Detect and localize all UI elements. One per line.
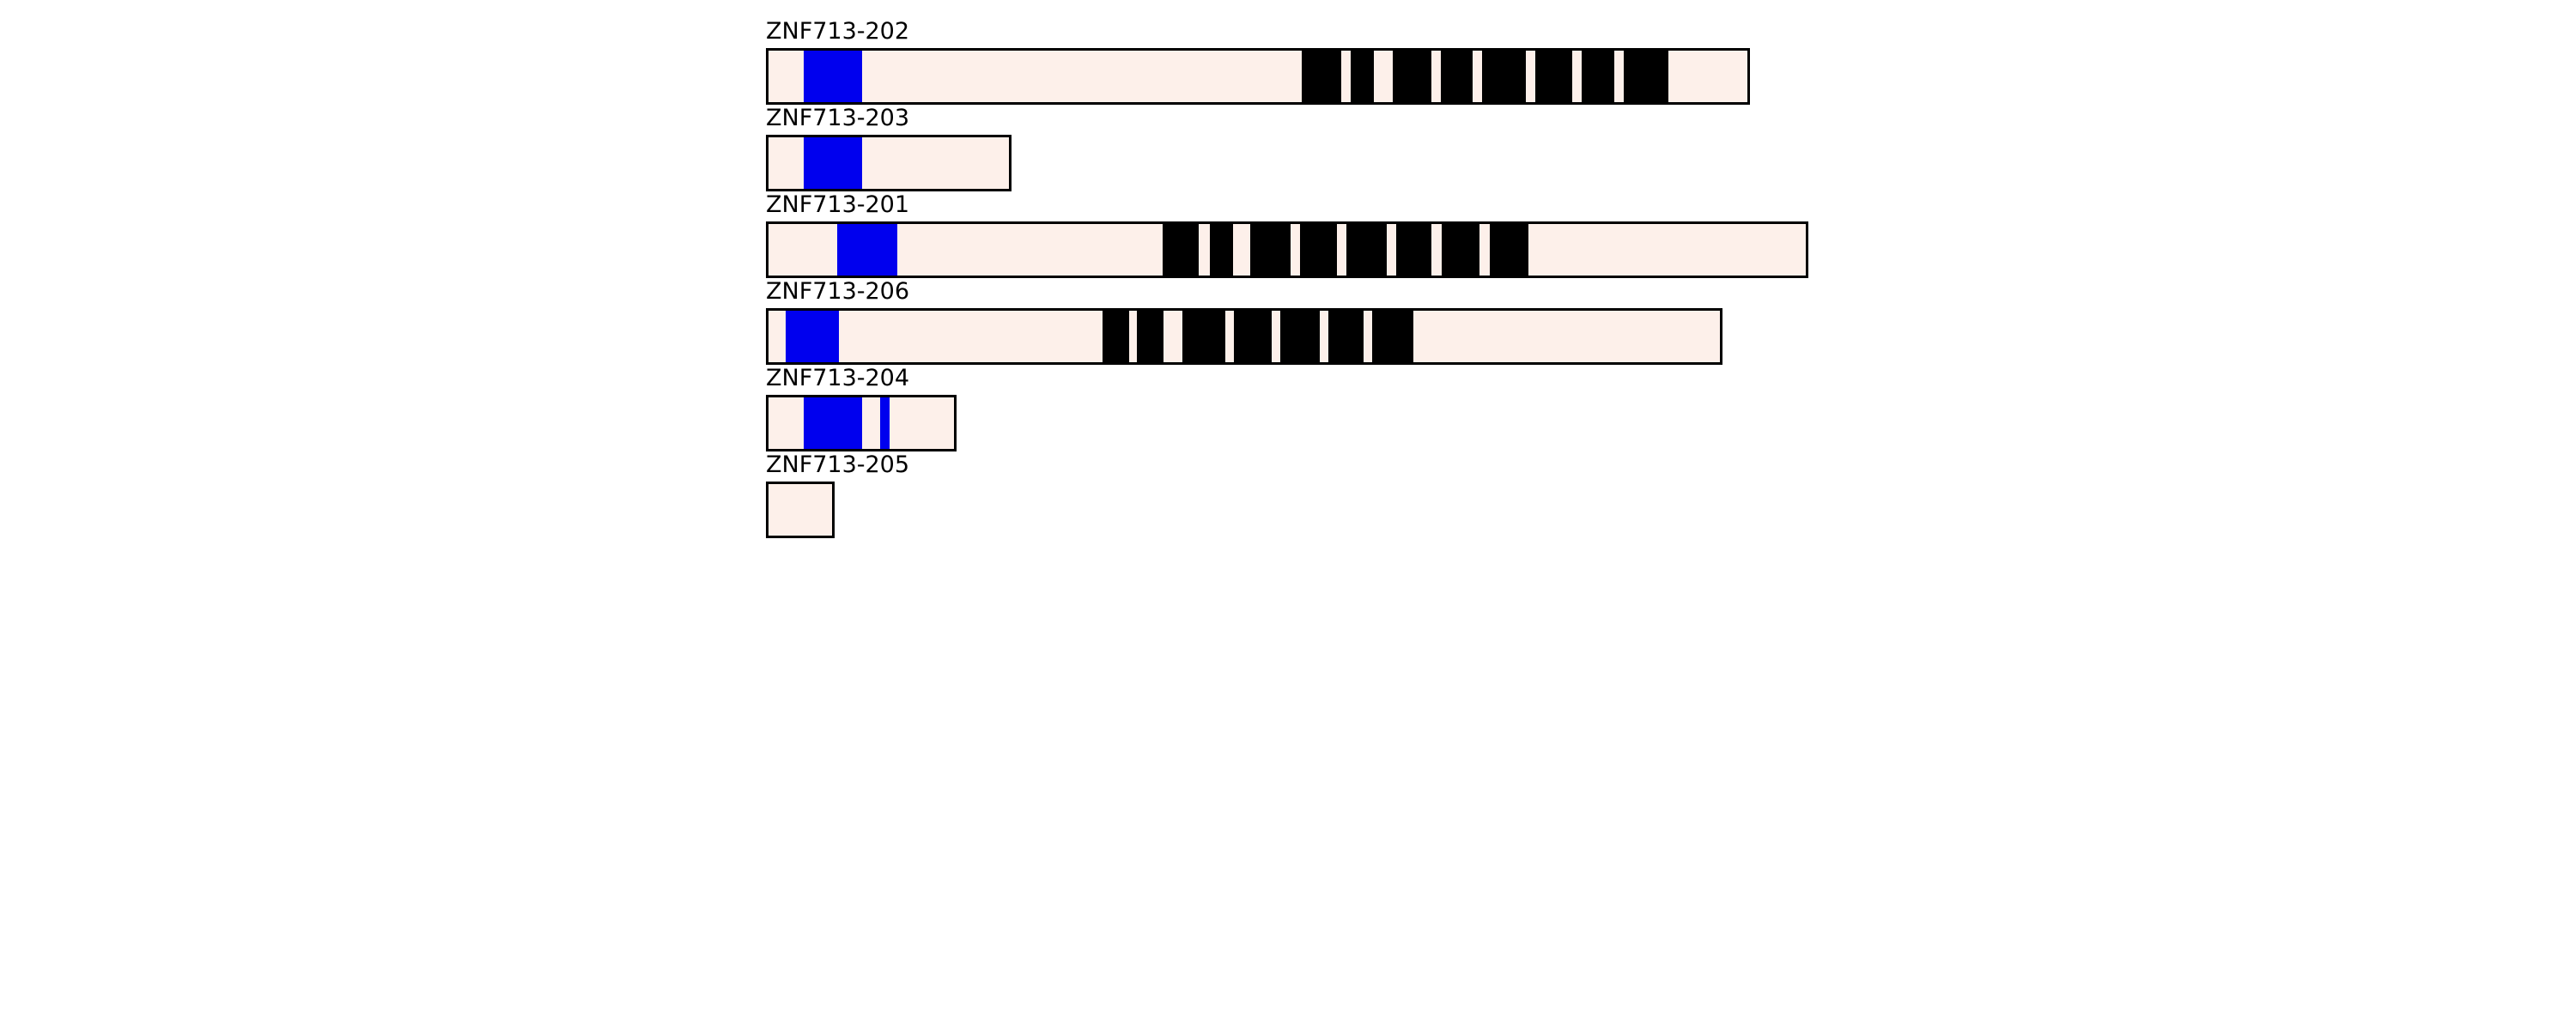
transcript-body[interactable] (766, 395, 957, 451)
exon-block[interactable] (1346, 224, 1387, 276)
exon-block[interactable] (1490, 224, 1528, 276)
exon-block[interactable] (1393, 51, 1431, 102)
transcript-label: ZNF713-206 (766, 278, 910, 305)
exon-block[interactable] (1396, 224, 1431, 276)
highlight-block[interactable] (786, 311, 839, 362)
exon-block[interactable] (1624, 51, 1668, 102)
transcript-label: ZNF713-204 (766, 365, 910, 391)
exon-block[interactable] (1250, 224, 1291, 276)
transcript-label: ZNF713-205 (766, 451, 910, 478)
exon-block[interactable] (1441, 51, 1473, 102)
transcript-label: ZNF713-203 (766, 105, 910, 131)
exon-block[interactable] (1535, 51, 1572, 102)
highlight-block[interactable] (804, 51, 862, 102)
exon-block[interactable] (1234, 311, 1272, 362)
transcript-track[interactable]: ZNF713-206 (766, 279, 1722, 365)
transcript-body[interactable] (766, 135, 1012, 191)
exon-block[interactable] (1163, 224, 1199, 276)
exon-block[interactable] (1210, 224, 1233, 276)
exon-block[interactable] (1300, 224, 1337, 276)
highlight-block[interactable] (880, 397, 890, 449)
transcript-track[interactable]: ZNF713-201 (766, 192, 1808, 278)
transcript-body[interactable] (766, 482, 835, 538)
exon-block[interactable] (1351, 51, 1374, 102)
exon-block[interactable] (1442, 224, 1479, 276)
transcript-label: ZNF713-201 (766, 191, 910, 218)
exon-block[interactable] (1372, 311, 1413, 362)
highlight-block[interactable] (837, 224, 897, 276)
transcript-body[interactable] (766, 308, 1722, 365)
exon-block[interactable] (1302, 51, 1341, 102)
transcript-track[interactable]: ZNF713-202 (766, 19, 1750, 105)
transcript-track[interactable]: ZNF713-203 (766, 106, 1012, 191)
transcript-track[interactable]: ZNF713-204 (766, 366, 957, 451)
exon-block[interactable] (1182, 311, 1225, 362)
transcript-label: ZNF713-202 (766, 18, 910, 45)
exon-block[interactable] (1280, 311, 1320, 362)
transcript-track[interactable]: ZNF713-205 (766, 452, 909, 538)
exon-block[interactable] (1137, 311, 1163, 362)
exon-block[interactable] (1582, 51, 1614, 102)
highlight-block[interactable] (804, 397, 862, 449)
exon-block[interactable] (1103, 311, 1129, 362)
exon-block[interactable] (1482, 51, 1526, 102)
transcript-body[interactable] (766, 48, 1750, 105)
transcript-body[interactable] (766, 221, 1808, 278)
highlight-block[interactable] (804, 137, 862, 189)
exon-block[interactable] (1328, 311, 1364, 362)
